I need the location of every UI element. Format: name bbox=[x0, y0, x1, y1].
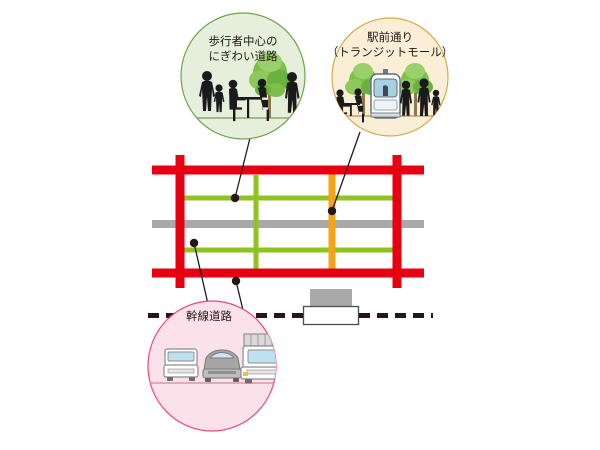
callout-pedestrian-illustration bbox=[182, 52, 305, 122]
callout-arterial-road[interactable]: 幹線道路 bbox=[147, 300, 287, 432]
road-network-group bbox=[148, 155, 433, 326]
vehicle-car-icon bbox=[202, 349, 242, 382]
leader-line-arterial-a bbox=[193, 242, 209, 305]
person-seated-right-silhouette bbox=[257, 78, 269, 121]
table-icon bbox=[237, 97, 261, 118]
person-child-silhouette bbox=[213, 84, 225, 113]
anchor-dot-transit-mall bbox=[327, 206, 337, 216]
station-platform bbox=[302, 305, 360, 326]
vehicle-van-icon bbox=[163, 348, 199, 381]
callout-transit-mall-illustration bbox=[333, 63, 448, 124]
person-seated-left-silhouette bbox=[228, 79, 246, 122]
leader-line-pedestrian bbox=[234, 133, 252, 199]
callout-pedestrian[interactable]: 歩行者中心の にぎわい道路 bbox=[180, 12, 306, 140]
arterial-road-group bbox=[152, 155, 424, 288]
railway-station bbox=[302, 289, 360, 326]
callout-transit-mall-label-line2: （トランジットモール） bbox=[327, 45, 454, 59]
callout-transit-mall[interactable]: 駅前通り （トランジットモール） bbox=[327, 17, 454, 137]
leader-lines-group bbox=[189, 131, 361, 311]
callout-pedestrian-label-line1: 歩行者中心の bbox=[209, 34, 278, 48]
callout-arterial-road-label: 幹線道路 bbox=[186, 309, 232, 323]
callout-pedestrian-label-line2: にぎわい道路 bbox=[209, 49, 278, 63]
leader-line-transit-mall bbox=[331, 131, 361, 212]
leader-line-arterial-b bbox=[235, 280, 244, 311]
anchor-dot-arterial-a bbox=[189, 238, 199, 248]
anchor-dot-pedestrian bbox=[230, 193, 240, 203]
person-family-silhouettes bbox=[417, 78, 441, 116]
anchor-dot-arterial-b bbox=[231, 276, 241, 286]
pedestrian-street-group bbox=[180, 175, 397, 270]
callout-transit-mall-label-line1: 駅前通り bbox=[367, 30, 413, 44]
callout-pedestrian-bubble bbox=[180, 12, 306, 140]
person-adult-silhouette bbox=[199, 71, 215, 111]
tram-icon bbox=[370, 69, 401, 119]
person-cyclist-silhouette bbox=[399, 80, 412, 116]
person-walking-silhouette bbox=[284, 72, 300, 113]
